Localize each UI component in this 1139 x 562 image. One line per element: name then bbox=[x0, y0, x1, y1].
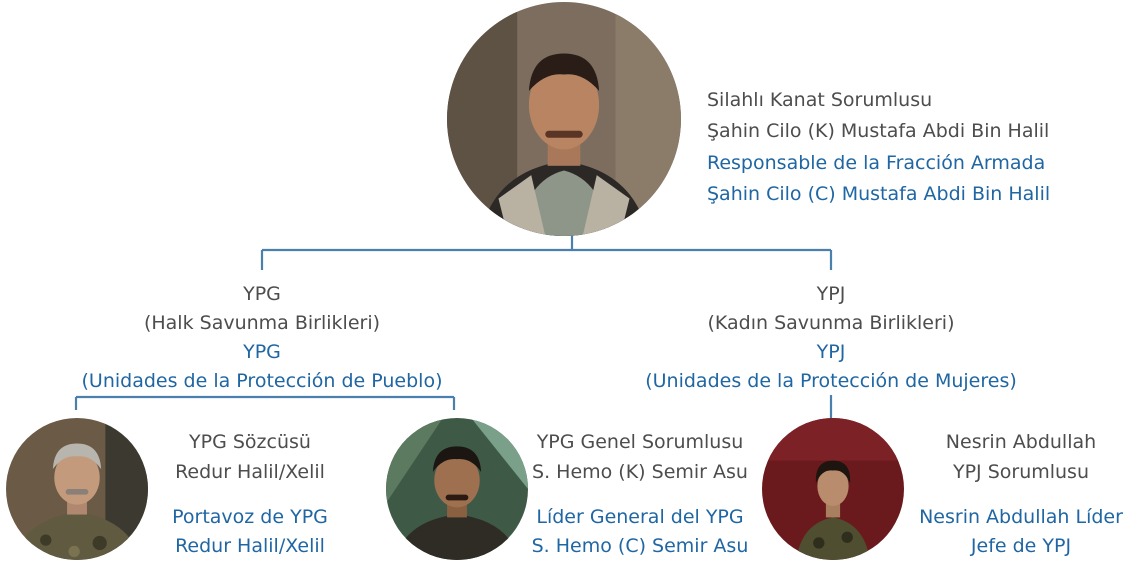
general-es-2: S. Hemo (C) Semir Asu bbox=[531, 535, 749, 557]
spokesman-es-2: Redur Halil/Xelil bbox=[175, 535, 325, 557]
ypg-label-tr-2: (Halk Savunma Birlikleri) bbox=[143, 312, 381, 334]
ypj-leader-tr-2: YPJ Sorumlusu bbox=[952, 461, 1089, 483]
ypg-label-es-2: (Unidades de la Protección de Pueblo) bbox=[81, 370, 443, 392]
ypj-leader-photo bbox=[762, 418, 904, 560]
top-label-es-1: Responsable de la Fracción Armada bbox=[707, 152, 1046, 174]
portrait-icon bbox=[6, 418, 148, 560]
top-label-tr-2: Şahin Cilo (K) Mustafa Abdi Bin Halil bbox=[707, 120, 1050, 142]
top-commander-photo bbox=[447, 2, 681, 236]
general-tr-1: YPG Genel Sorumlusu bbox=[536, 431, 744, 453]
general-tr-2: S. Hemo (K) Semir Asu bbox=[532, 461, 748, 483]
ypj-label-tr-2: (Kadın Savunma Birlikleri) bbox=[707, 312, 955, 334]
general-es-1: Líder General del YPG bbox=[536, 506, 744, 528]
ypj-label-es-2: (Unidades de la Protección de Mujeres) bbox=[645, 370, 1017, 392]
portrait-icon bbox=[386, 418, 528, 560]
ypj-label-tr-1: YPJ bbox=[816, 283, 846, 305]
portrait-icon bbox=[447, 2, 681, 236]
top-label-es-2: Şahin Cilo (C) Mustafa Abdi Bin Halil bbox=[707, 183, 1051, 205]
portrait-icon bbox=[762, 418, 904, 560]
ypj-label-es-1: YPJ bbox=[816, 341, 846, 363]
ypg-spokesman-photo bbox=[6, 418, 148, 560]
ypj-leader-tr-1: Nesrin Abdullah bbox=[945, 431, 1097, 453]
ypg-label-es-1: YPG bbox=[243, 341, 281, 363]
ypg-general-photo bbox=[386, 418, 528, 560]
spokesman-tr-2: Redur Halil/Xelil bbox=[175, 461, 325, 483]
ypg-label-tr-1: YPG bbox=[243, 283, 281, 305]
spokesman-tr-1: YPG Sözcüsü bbox=[189, 431, 311, 453]
top-label-tr-1: Silahlı Kanat Sorumlusu bbox=[707, 89, 933, 111]
spokesman-es-1: Portavoz de YPG bbox=[172, 506, 328, 528]
ypj-leader-es-2: Jefe de YPJ bbox=[970, 535, 1072, 557]
ypj-leader-es-1: Nesrin Abdullah Líder bbox=[919, 506, 1123, 528]
